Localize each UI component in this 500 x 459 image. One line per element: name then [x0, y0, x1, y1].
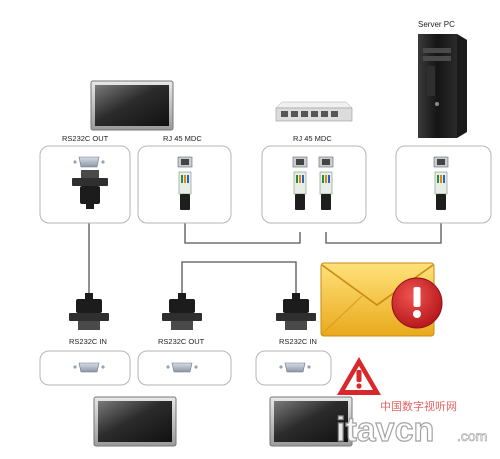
rj45-port-icon [292, 156, 308, 168]
rj45-cable-left [184, 216, 301, 244]
watermark-cn-text: 中国数字视听网 [380, 399, 457, 413]
monitor-icon [93, 396, 177, 447]
rj45-cable-right [325, 218, 442, 244]
rj45-plug-icon [319, 171, 333, 210]
rs232c-port-icon [73, 156, 105, 168]
rj45-mdc-center-label: RJ 45 MDC [293, 134, 332, 143]
monitor-icon [90, 80, 174, 131]
rj45-port-icon [433, 156, 449, 168]
rs232c-connector-icon [276, 293, 316, 330]
watermark-brand: itavcn [336, 411, 434, 449]
network-switch-icon [275, 101, 353, 122]
rs232c-in-right-label: RS232C IN [279, 337, 317, 346]
rj45-port-icon [318, 156, 334, 168]
rj45-mdc-left-label: RJ 45 MDC [163, 134, 202, 143]
rs232c-connector-icon [69, 293, 109, 330]
server-pc-label: Server PC [418, 20, 455, 29]
rs232c-in-left-label: RS232C IN [69, 337, 107, 346]
rs232c-port-icon [279, 362, 311, 373]
rj45-plug-icon [293, 171, 307, 210]
server-pc-icon [418, 34, 467, 138]
rs232c-daisy-chain-cable [181, 261, 297, 298]
watermark-domain: .com [457, 428, 487, 444]
rj45-port-icon [177, 156, 193, 168]
watermark-logo [337, 357, 381, 395]
panel-rj45-center [261, 145, 367, 224]
rs232c-out-top-label: RS232C OUT [62, 134, 109, 143]
rs232c-connector-icon [162, 293, 202, 330]
rj45-plug-icon [178, 171, 192, 210]
warning-icon [391, 277, 443, 329]
cables [88, 208, 442, 302]
rs232c-port-icon [166, 362, 198, 373]
rs232c-out-bottom-label: RS232C OUT [158, 337, 205, 346]
rs232c-port-icon [73, 362, 105, 373]
rs232c-connector-icon [72, 170, 108, 209]
monitor-icon [269, 396, 353, 447]
rj45-plug-icon [434, 171, 448, 210]
